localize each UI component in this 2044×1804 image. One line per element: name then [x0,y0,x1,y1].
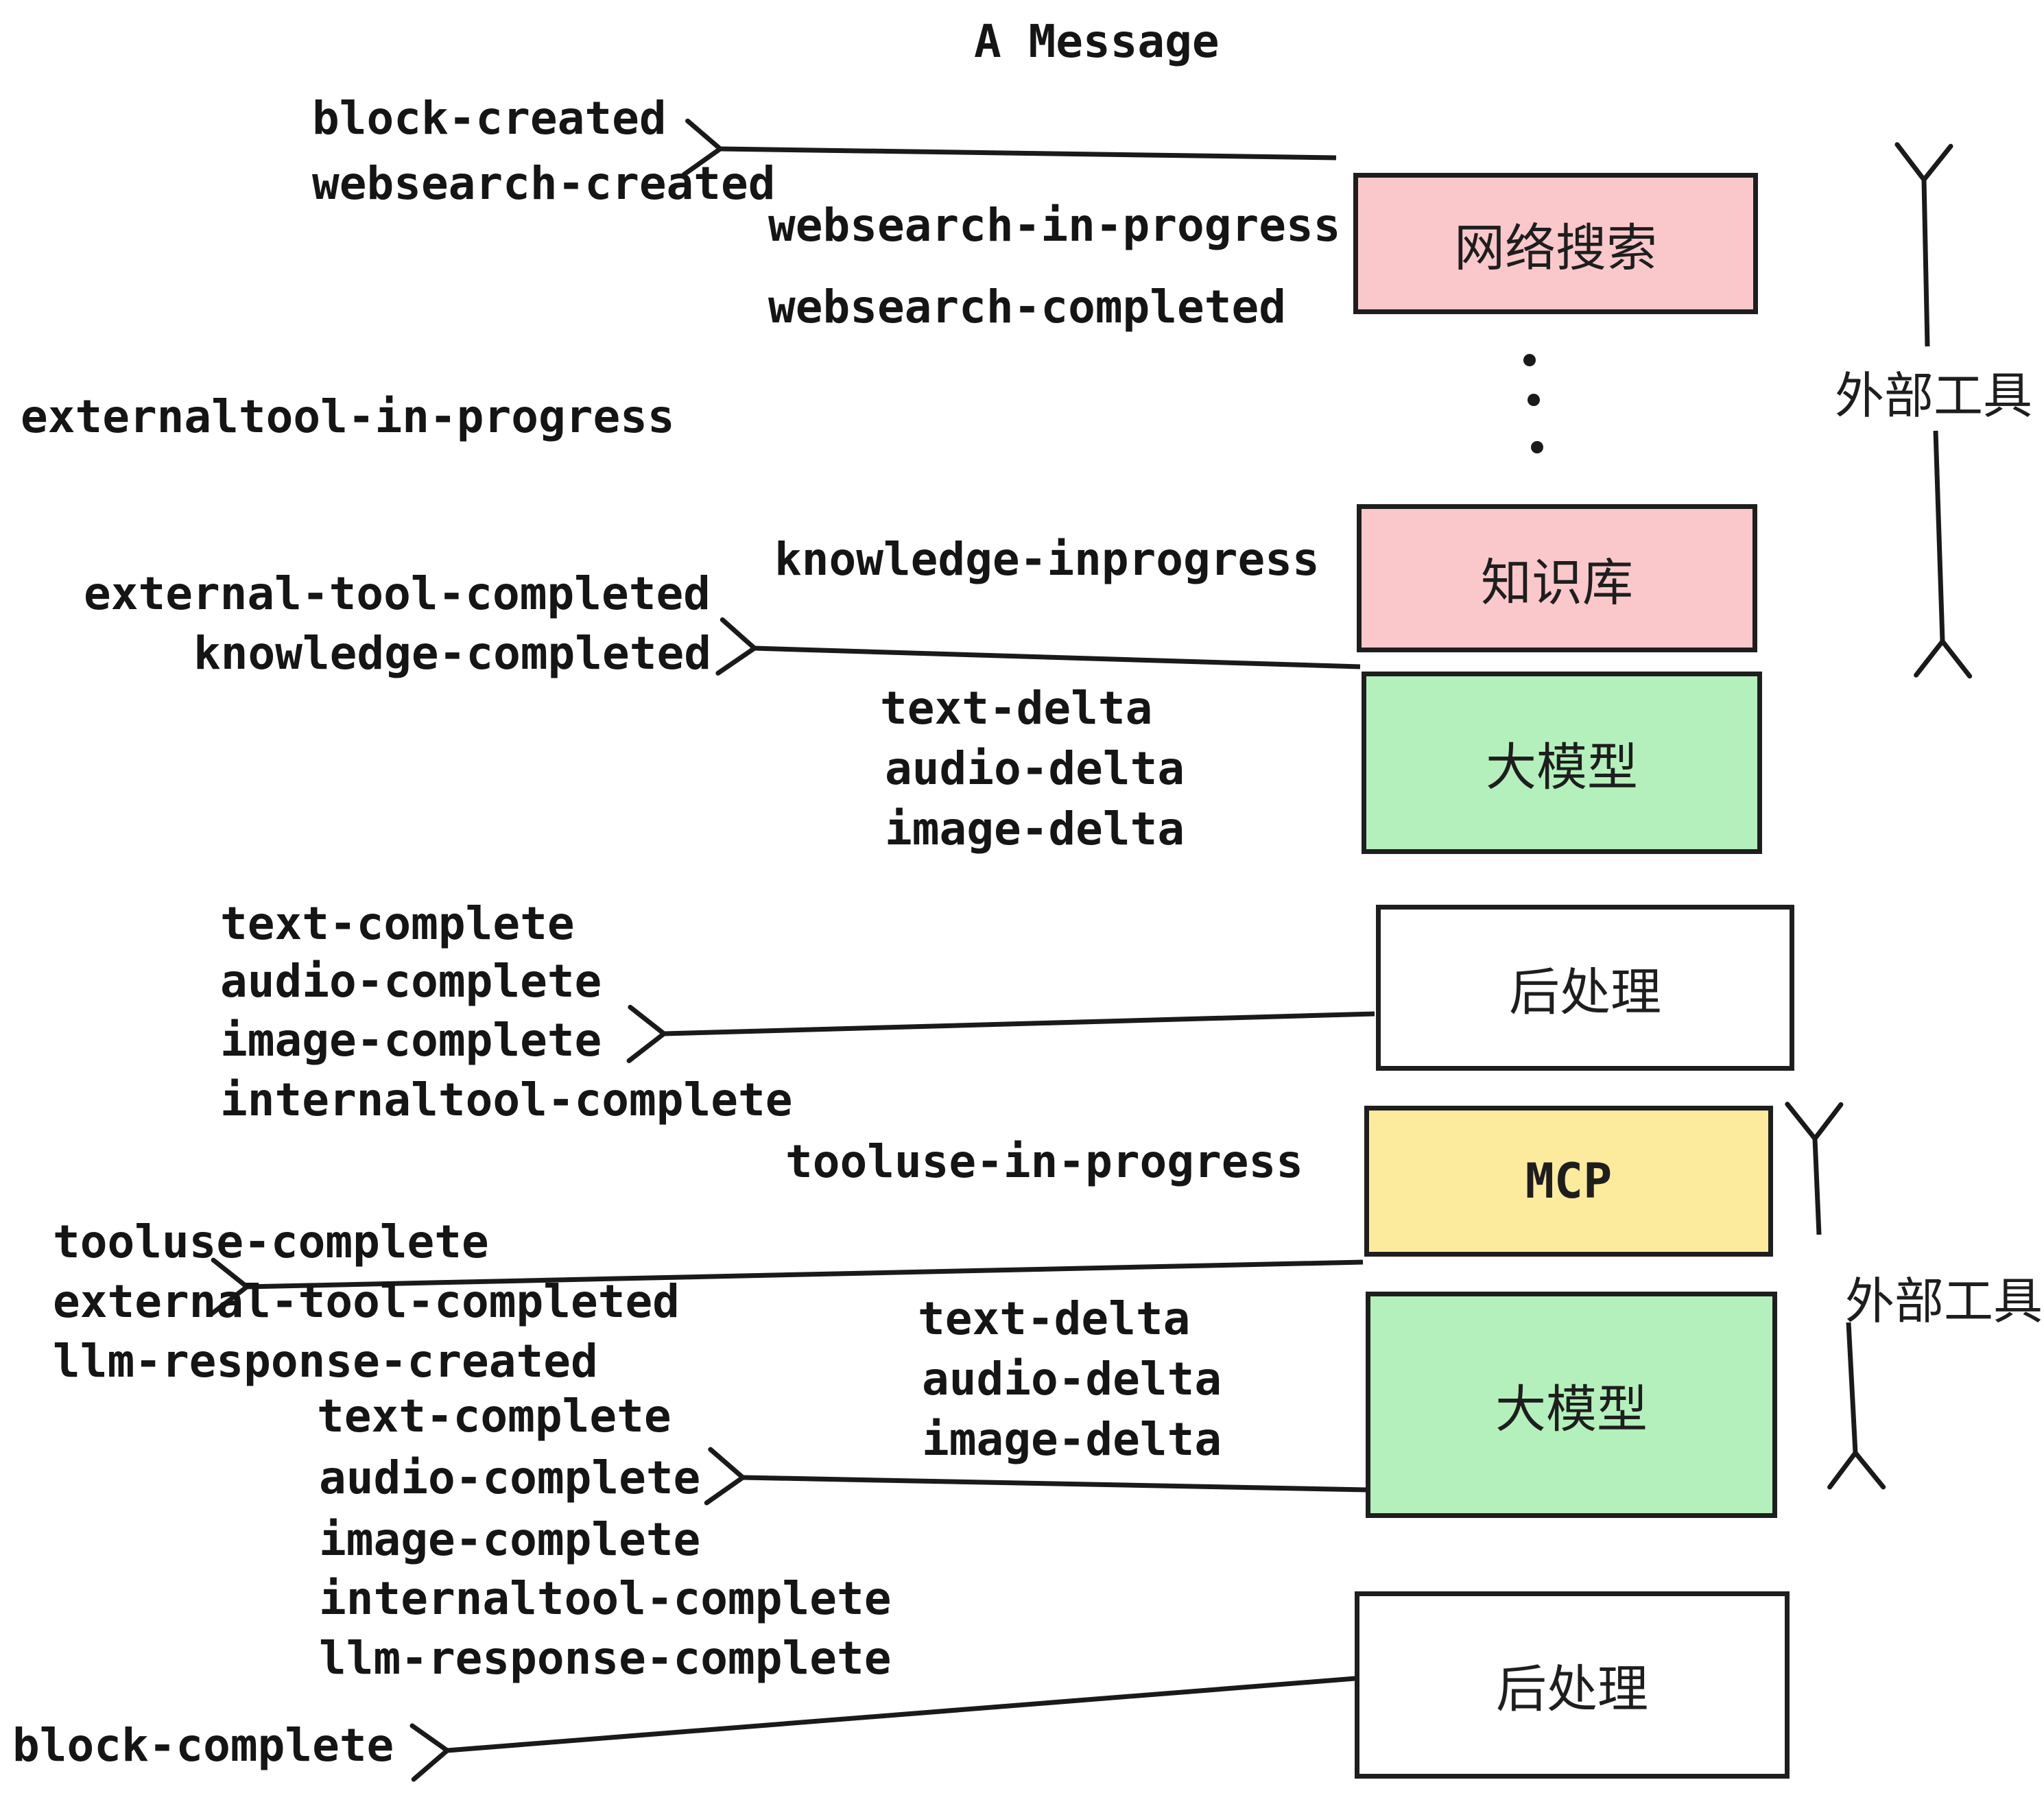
arrow-external-tools-down-1 [1914,430,1973,679]
box-llm-1: 大模型 [1362,672,1762,854]
event-image-delta-2: image-delta [922,1413,1222,1466]
arrow-external-tools-up-1 [1894,142,1953,347]
box-knowledge: 知识库 [1357,504,1757,652]
event-llm-response-complete: llm-response-complete [319,1632,892,1685]
external-tools-label-1: 外部工具 [1835,367,2033,425]
event-audio-complete-1: audio-complete [220,955,602,1008]
event-block-created: block-created [312,92,667,145]
box-llm-1-label: 大模型 [1486,737,1638,797]
event-audio-delta-1: audio-delta [885,742,1185,795]
event-image-delta-1: image-delta [885,803,1185,855]
event-block-complete: block-complete [12,1719,394,1772]
box-postprocess-1: 后处理 [1376,905,1794,1071]
box-postprocess-1-label: 后处理 [1509,962,1661,1022]
event-text-complete-2: text-complete [317,1390,672,1443]
arrow-knowledge-completed [715,617,1361,676]
event-audio-delta-2: audio-delta [922,1353,1222,1405]
event-text-delta-2: text-delta [918,1292,1191,1345]
event-external-tool-completed-2: external-tool-completed [53,1275,680,1328]
arrow-external-tools-up-2 [1785,1102,1844,1235]
box-mcp-label: MCP [1525,1153,1613,1209]
event-audio-complete-2: audio-complete [319,1451,701,1504]
diagram-title: A Message [974,15,1220,68]
box-mcp: MCP [1364,1106,1773,1257]
event-websearch-in-progress: websearch-in-progress [768,199,1341,252]
box-websearch-label: 网络搜索 [1454,218,1657,278]
box-websearch: 网络搜索 [1353,173,1758,314]
event-internaltool-complete-1: internaltool-complete [220,1073,793,1126]
box-postprocess-2: 后处理 [1355,1591,1790,1779]
external-tools-label-2: 外部工具 [1845,1272,2043,1330]
arrow-audio-complete [704,1447,1368,1506]
event-internaltool-complete-2: internaltool-complete [319,1572,892,1625]
event-knowledge-completed: knowledge-completed [193,627,711,680]
box-knowledge-label: 知识库 [1481,553,1633,613]
event-image-complete-1: image-complete [220,1014,602,1067]
arrow-external-tools-down-2 [1827,1322,1886,1490]
event-text-delta-1: text-delta [880,682,1153,735]
event-text-complete-1: text-complete [220,897,575,950]
event-websearch-created: websearch-created [312,157,776,210]
arrow-block-created [681,118,1337,177]
event-image-complete-2: image-complete [319,1513,701,1566]
box-llm-2-label: 大模型 [1495,1379,1648,1439]
ellipsis-dot [1523,354,1536,366]
arrow-block-complete [409,1675,1364,1782]
box-postprocess-2-label: 后处理 [1496,1660,1648,1719]
ellipsis-dot [1531,441,1543,453]
box-llm-2: 大模型 [1366,1292,1777,1518]
arrow-image-complete [626,1004,1375,1063]
event-tooluse-in-progress: tooluse-in-progress [785,1135,1303,1188]
event-knowledge-inprogress: knowledge-inprogress [774,533,1320,586]
event-externaltool-in-progress: externaltool-in-progress [21,390,675,443]
event-llm-response-created: llm-response-created [53,1335,598,1388]
ellipsis-dot [1528,394,1540,406]
event-websearch-completed: websearch-completed [768,281,1286,333]
event-external-tool-completed: external-tool-completed [84,567,711,620]
event-tooluse-complete: tooluse-complete [53,1215,489,1268]
